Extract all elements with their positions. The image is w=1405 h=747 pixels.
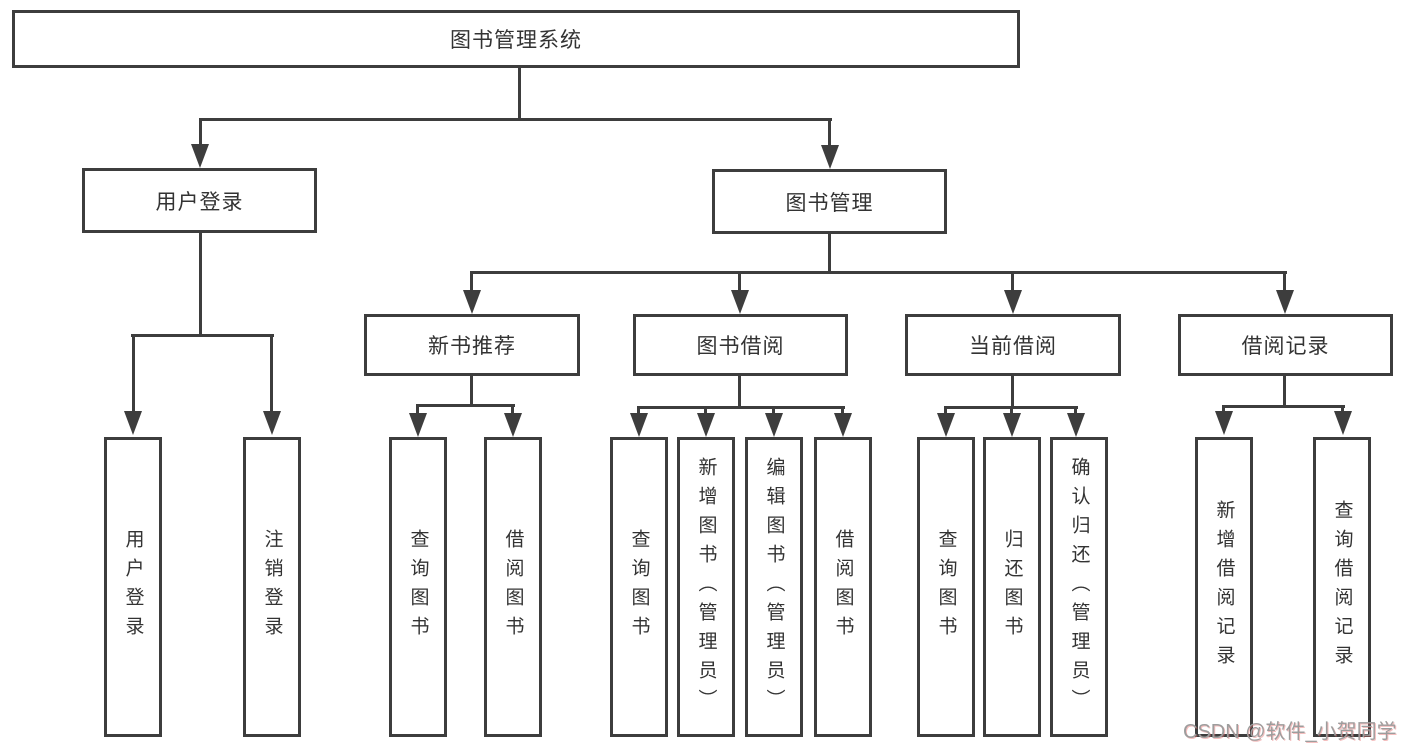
connector-leaf-line [841,406,844,416]
leaf-return-books: 归还图书 [983,437,1041,737]
arrow-down-icon [263,411,281,435]
arrow-down-icon [1067,413,1085,437]
node-current-borrowing: 当前借阅 [905,314,1121,376]
node-borrowing-records: 借阅记录 [1178,314,1393,376]
node-label: 用户登录 [155,190,244,214]
arrow-down-icon [630,413,648,437]
arrow-down-icon [765,413,783,437]
arrow-down-icon [1334,411,1352,435]
connector-user-login-stem [199,233,202,337]
leaf-search-borrow-record: 查询借阅记录 [1313,437,1371,737]
leaf-add-borrow-record: 新增借阅记录 [1195,437,1253,737]
leaf-confirm-return-admin: 确认归还（管理员） [1050,437,1108,737]
leaf-logout: 注销登录 [243,437,301,737]
watermark: CSDN @软件_小贺同学 [1183,721,1397,743]
connector-leaf-line [704,406,707,416]
arrow-down-icon [124,411,142,435]
connector-leaf-line [1341,405,1344,416]
node-book-management: 图书管理 [712,169,947,234]
connector-leaf-line [132,334,135,414]
node-new-book-recommend: 新书推荐 [364,314,580,376]
connector-leaf-line [772,406,775,416]
connector-book-borrow-bar [637,406,845,409]
node-label: 图书借阅 [696,335,785,358]
connector-book-mgmt-stem [828,234,831,274]
connector-leaf-line [1011,271,1014,293]
connector-book-mgmt-bar [471,271,1287,274]
connector-leaf-line [1010,406,1013,416]
connector-borrow-record-bar [1222,405,1345,408]
arrow-down-icon [697,413,715,437]
arrow-down-icon [1276,290,1294,314]
node-label: 查询图书 [628,529,650,645]
arrow-down-icon [834,413,852,437]
node-label: 归还图书 [1001,529,1023,645]
leaf-search-books-current: 查询图书 [917,437,975,737]
node-library-system: 图书管理系统 [12,10,1020,68]
leaf-borrow-books-recommend: 借阅图书 [484,437,542,737]
connector-book-borrow-stem [738,376,741,409]
arrow-down-icon [1004,290,1022,314]
node-label: 借阅记录 [1241,335,1330,358]
leaf-add-book-admin: 新增图书（管理员） [677,437,735,737]
arrow-down-icon [504,413,522,437]
connector-leaf-line [738,271,741,293]
arrow-down-icon [191,144,209,168]
leaf-search-books-recommend: 查询图书 [389,437,447,737]
connector-to-book-management [828,118,831,149]
connector-leaf-line [1074,406,1077,416]
connector-current-borrow-stem [1011,376,1014,409]
node-label: 当前借阅 [969,335,1057,358]
leaf-search-books-borrowing: 查询图书 [610,437,668,737]
connector-leaf-line [470,271,473,293]
node-user-login: 用户登录 [82,168,317,233]
connector-top-bar [199,118,832,121]
node-label: 图书管理系统 [450,29,582,52]
node-label: 新增借阅记录 [1213,500,1235,674]
connector-leaf-line [416,404,419,416]
node-label: 借阅图书 [502,529,524,645]
leaf-borrow-books-borrowing: 借阅图书 [814,437,872,737]
node-label: 新增图书（管理员） [695,456,717,718]
connector-leaf-line [944,406,947,416]
connector-to-user-login [199,118,202,148]
arrow-down-icon [821,145,839,169]
connector-leaf-line [511,404,514,416]
connector-user-login-bar [131,334,274,337]
node-label: 用户登录 [122,529,144,645]
connector-leaf-line [637,406,640,416]
connector-leaf-line [1283,271,1286,293]
arrow-down-icon [409,413,427,437]
node-label: 注销登录 [261,529,283,645]
arrow-down-icon [1215,411,1233,435]
connector-leaf-line [270,334,273,414]
node-label: 查询借阅记录 [1331,500,1353,674]
connector-root-stem [518,68,521,120]
node-label: 图书管理 [785,191,874,215]
connector-borrow-record-stem [1283,376,1286,408]
leaf-edit-book-admin: 编辑图书（管理员） [745,437,803,737]
node-book-borrowing: 图书借阅 [633,314,848,376]
arrow-down-icon [731,290,749,314]
node-label: 确认归还（管理员） [1068,456,1090,718]
node-label: 查询图书 [407,529,429,645]
leaf-user-login: 用户登录 [104,437,162,737]
node-label: 编辑图书（管理员） [763,456,785,718]
node-label: 新书推荐 [428,335,516,358]
arrow-down-icon [937,413,955,437]
arrow-down-icon [1003,413,1021,437]
arrow-down-icon [463,290,481,314]
connector-leaf-line [1222,405,1225,416]
connector-new-book-bar [416,404,515,407]
node-label: 借阅图书 [832,529,854,645]
connector-new-book-stem [470,376,473,407]
node-label: 查询图书 [935,529,957,645]
